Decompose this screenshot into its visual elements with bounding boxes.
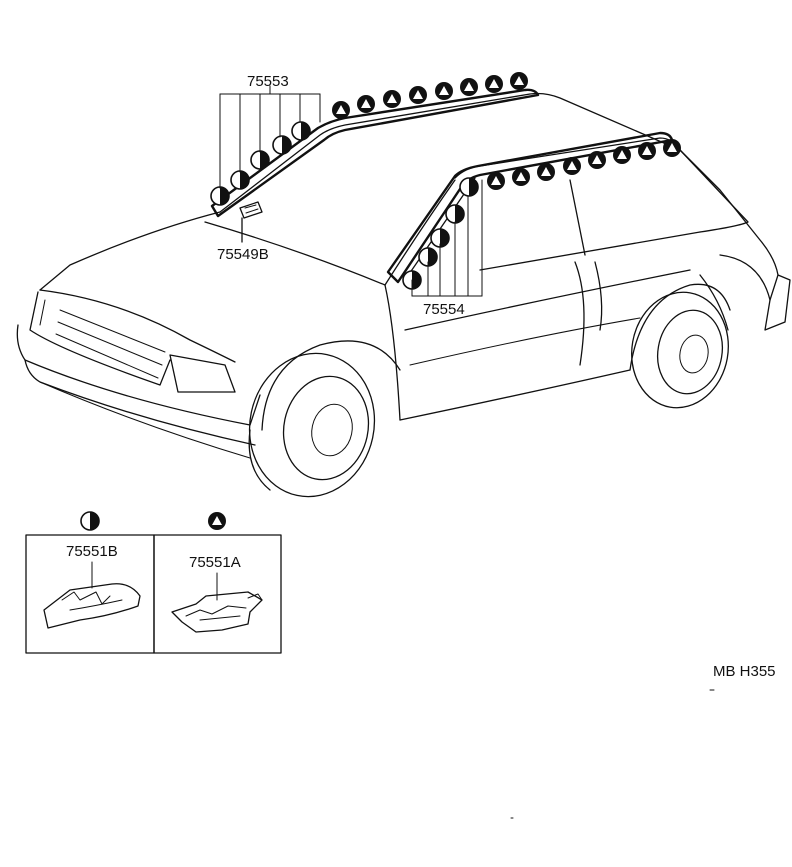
detail-box-75551b: 75551B bbox=[25, 511, 155, 654]
triangle-circle-icon bbox=[208, 512, 226, 530]
half-circle-icon bbox=[80, 511, 100, 531]
label-75554: 75554 bbox=[423, 301, 465, 318]
triangle-clip-icon bbox=[537, 163, 555, 181]
triangle-clip-icon bbox=[487, 172, 505, 190]
triangle-clip-icon bbox=[383, 90, 401, 108]
car-outline bbox=[16, 92, 791, 498]
triangle-clip-icon bbox=[435, 82, 453, 100]
half-clip-icon bbox=[291, 121, 311, 141]
triangle-clip-markers-side bbox=[487, 139, 681, 190]
leader-75554 bbox=[411, 179, 483, 297]
half-clip-icon bbox=[459, 177, 479, 197]
label-75553: 75553 bbox=[247, 73, 289, 90]
roof-moulding-strip bbox=[210, 88, 674, 284]
triangle-clip-markers-front bbox=[332, 72, 528, 119]
detail-box-75551a: 75551A bbox=[153, 512, 282, 654]
label-75551a: 75551A bbox=[189, 554, 241, 571]
triangle-clip-icon bbox=[638, 142, 656, 160]
label-75549b: 75549B bbox=[217, 246, 269, 263]
legend-half-circle-icon bbox=[80, 511, 100, 531]
half-clip-markers-side bbox=[402, 177, 479, 290]
half-clip-icon bbox=[430, 228, 450, 248]
triangle-clip-icon bbox=[663, 139, 681, 157]
triangle-clip-icon bbox=[332, 101, 350, 119]
triangle-clip-icon bbox=[510, 72, 528, 90]
triangle-clip-icon bbox=[563, 157, 581, 175]
triangle-clip-icon bbox=[485, 75, 503, 93]
triangle-clip-icon bbox=[613, 146, 631, 164]
triangle-clip-icon bbox=[460, 78, 478, 96]
clip-75549b bbox=[239, 201, 263, 243]
triangle-clip-icon bbox=[409, 86, 427, 104]
half-clip-icon bbox=[210, 186, 230, 206]
half-clip-icon bbox=[445, 204, 465, 224]
drawing-code: MB H355 bbox=[713, 663, 776, 680]
half-clip-icon bbox=[230, 170, 250, 190]
half-clip-markers-front bbox=[210, 121, 311, 206]
legend-triangle-icon bbox=[208, 512, 226, 530]
label-75551b: 75551B bbox=[66, 543, 118, 560]
triangle-clip-icon bbox=[512, 168, 530, 186]
half-clip-icon bbox=[272, 135, 292, 155]
half-clip-icon bbox=[250, 150, 270, 170]
leader-75553 bbox=[219, 85, 321, 189]
triangle-clip-icon bbox=[357, 95, 375, 113]
triangle-clip-icon bbox=[588, 151, 606, 169]
